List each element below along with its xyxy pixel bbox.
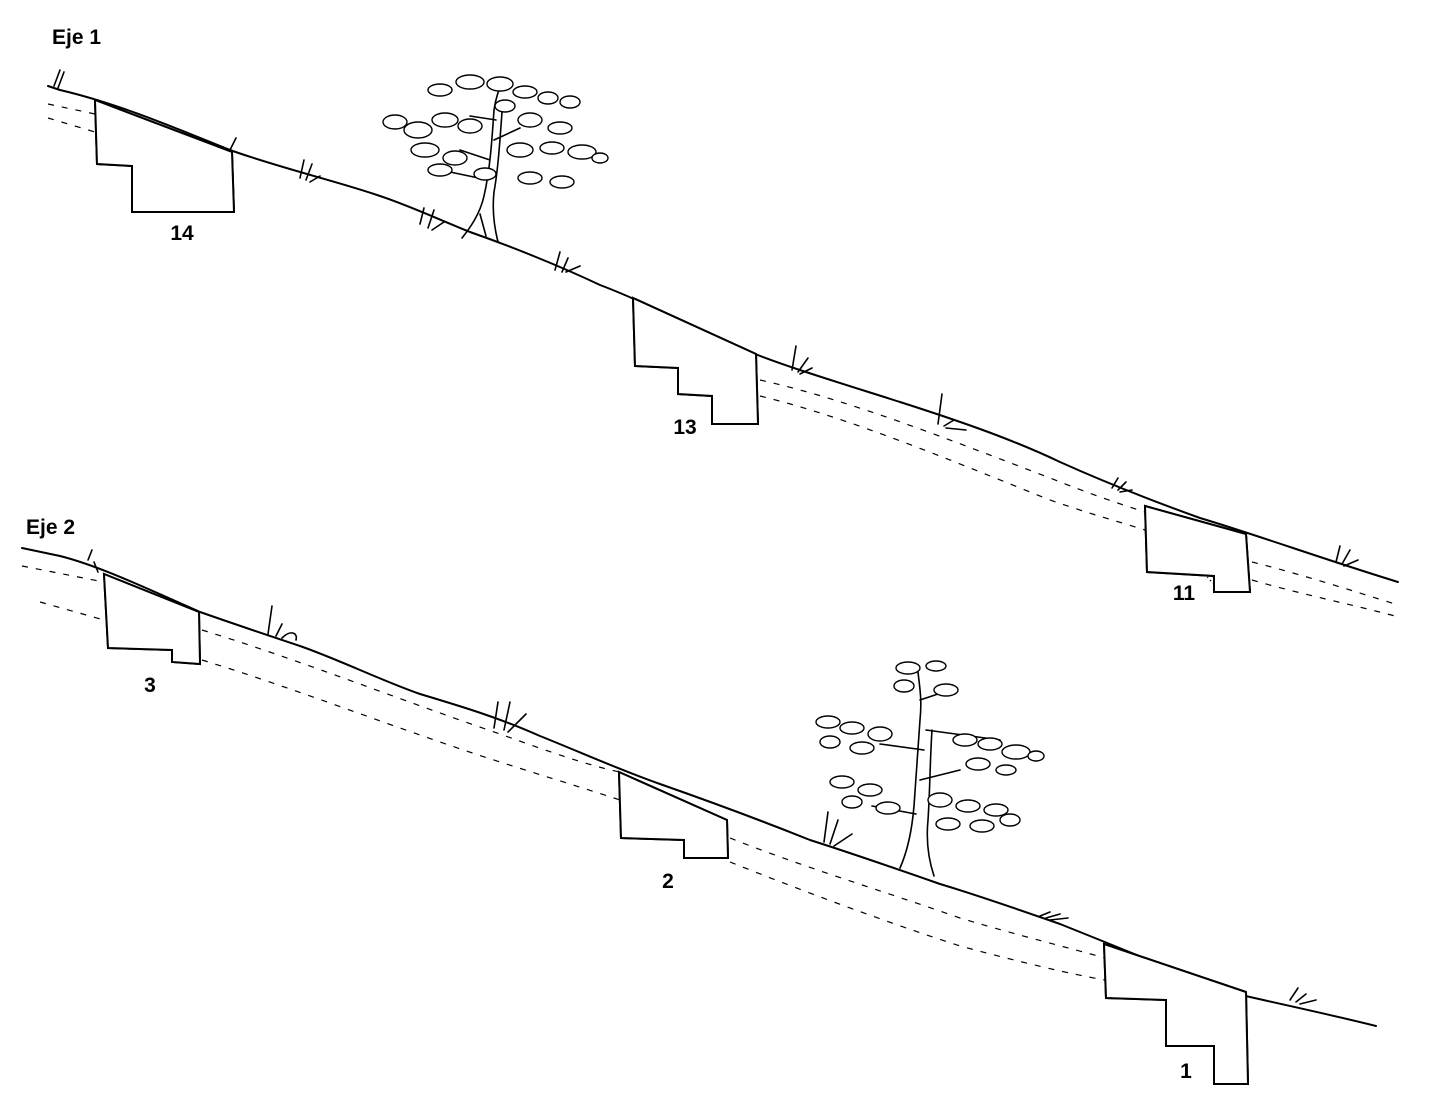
pit-label-2: 2 bbox=[662, 870, 674, 893]
axis-2-layer-mid-lower bbox=[201, 659, 621, 801]
grass-tuft-icon bbox=[823, 811, 853, 847]
axis-1-layer-mid-upper bbox=[759, 379, 1146, 513]
pit-label-1: 1 bbox=[1180, 1060, 1192, 1083]
axis-1-layer-mid-lower bbox=[759, 395, 1146, 531]
stake-icon bbox=[53, 69, 65, 89]
soil-pit-14: 14 bbox=[93, 98, 236, 245]
soil-pit-2: 2 bbox=[617, 770, 730, 893]
grass-tuft-icon bbox=[1039, 911, 1069, 921]
axis-1-layer-end-upper bbox=[1251, 561, 1396, 605]
stake-icon bbox=[87, 549, 99, 573]
axis-1-layer-upper bbox=[47, 103, 96, 115]
axis-2-layer-start-upper bbox=[21, 565, 105, 583]
axis-1-group: Eje 1 14 bbox=[47, 26, 1399, 617]
grass-tuft-icon bbox=[1335, 545, 1359, 567]
tree-icon bbox=[815, 660, 1045, 877]
tree-foliage bbox=[382, 74, 609, 189]
grass-tuft-icon bbox=[229, 137, 321, 183]
axis-1-label: Eje 1 bbox=[52, 26, 101, 49]
axis-2-group: Eje 2 3 bbox=[21, 516, 1377, 1085]
axis-2-layer-start-lower bbox=[39, 601, 105, 621]
grass-tuft-icon bbox=[267, 605, 298, 641]
soil-pit-13: 13 bbox=[631, 296, 760, 439]
pit-label-14: 14 bbox=[170, 222, 194, 245]
axis-2-layer-late-upper bbox=[729, 837, 1106, 959]
grass-tuft-icon bbox=[791, 345, 813, 375]
axis-1-layer-lower bbox=[47, 117, 96, 133]
pit-label-3: 3 bbox=[144, 674, 156, 697]
axis-2-label: Eje 2 bbox=[26, 516, 75, 539]
soil-pit-1: 1 bbox=[1102, 942, 1250, 1085]
tree-foliage bbox=[815, 660, 1045, 833]
grass-tuft-icon bbox=[419, 207, 445, 231]
axis-2-ground-line bbox=[21, 547, 1377, 1027]
axis-1-layer-end-lower bbox=[1251, 579, 1396, 617]
axis-1-ground-line bbox=[47, 85, 1399, 583]
grass-tuft-icon bbox=[1111, 477, 1133, 493]
grass-tuft-icon bbox=[493, 701, 527, 733]
pit-label-13: 13 bbox=[673, 416, 696, 439]
grass-tuft-icon bbox=[554, 251, 581, 273]
soil-pit-11: 11 bbox=[1143, 504, 1252, 605]
pit-label-11: 11 bbox=[1173, 582, 1196, 605]
axis-2-layer-mid-upper bbox=[201, 629, 621, 773]
soil-pit-3: 3 bbox=[102, 572, 202, 697]
axis-2-layer-late-lower bbox=[729, 861, 1106, 981]
tree-icon bbox=[382, 74, 609, 243]
grass-tuft-icon bbox=[1289, 987, 1317, 1005]
grass-tuft-icon bbox=[937, 393, 967, 431]
